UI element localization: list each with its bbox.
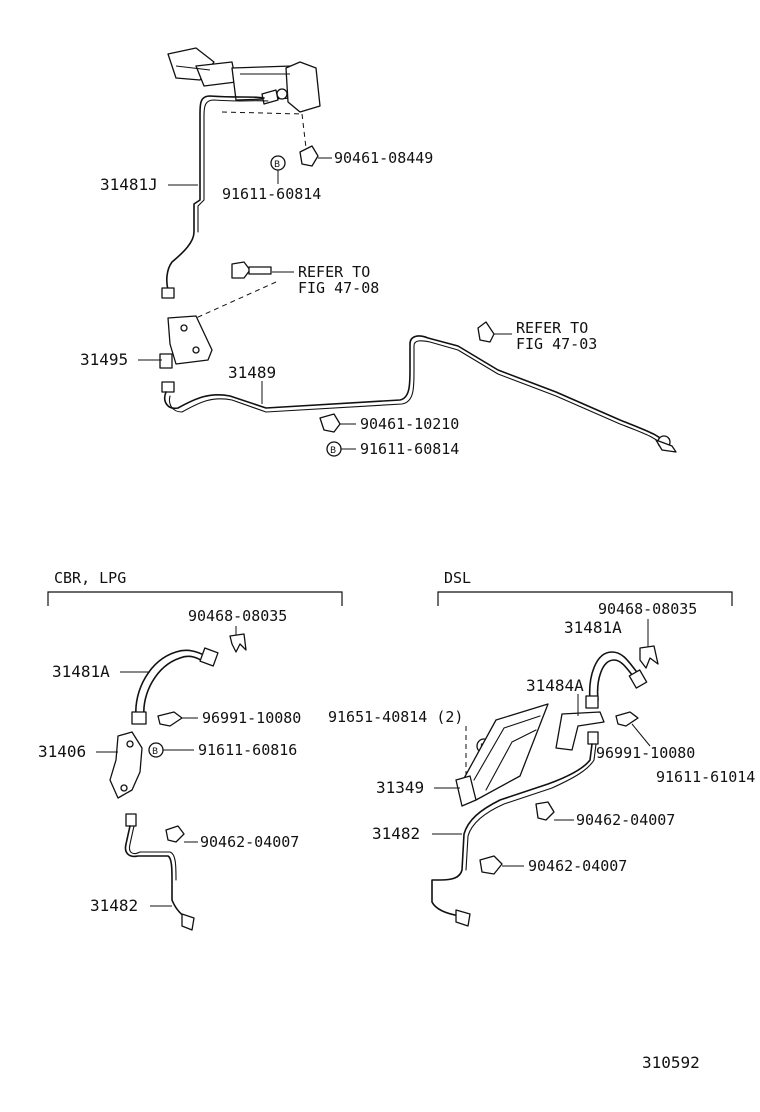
- clamp-refer-fig-47-03-icon: [477, 321, 495, 343]
- dsl-part-91651-40814-label: 91651-40814 (2): [328, 708, 463, 726]
- cbr-part-96991-10080-label: 96991-10080: [202, 709, 301, 727]
- clip-90468-08035-icon: [229, 633, 247, 653]
- dsl-bracket-31484a: [555, 711, 605, 751]
- clamp-90461-10210-icon: [319, 413, 341, 433]
- dsl-part-31349-label: 31349: [376, 778, 424, 797]
- svg-text:B: B: [330, 446, 336, 456]
- dsl-part-96991-10080-label: 96991-10080: [596, 744, 695, 762]
- clutch-tube-31481j: [161, 95, 269, 299]
- dashed-leader-clamp: [221, 111, 303, 115]
- part-90461-10210-label: 90461-10210: [360, 415, 459, 433]
- cbr-clamp-90462-04007-icon: [165, 825, 185, 843]
- dsl-clamp-90462-04007-icon-a: [535, 801, 555, 821]
- refer-fig-47-08-line2: FIG 47-08: [298, 279, 379, 297]
- refer-fig-47-03-line2: FIG 47-03: [516, 335, 597, 353]
- dsl-part-31484a-label: 31484A: [526, 676, 584, 695]
- clutch-tube-31489: [163, 335, 677, 453]
- cbr-part-90462-04007-label: 90462-04007: [200, 833, 299, 851]
- svg-text:B: B: [274, 160, 280, 170]
- refer-fig-47-03-line1: REFER TO: [516, 319, 588, 337]
- part-31489-label: 31489: [228, 363, 276, 382]
- dsl-header: DSL: [444, 569, 471, 587]
- part-31481j-label: 31481J: [100, 175, 158, 194]
- refer-fig-47-08-line1: REFER TO: [298, 263, 370, 281]
- cbr-part-90468-08035-label: 90468-08035: [188, 607, 287, 625]
- cbr-tube-31482: [124, 813, 195, 931]
- figure-number: 310592: [642, 1053, 700, 1072]
- dsl-clamp-90462-04007-icon-b: [479, 855, 503, 875]
- dsl-part-90462-04007-label-b: 90462-04007: [528, 857, 627, 875]
- flexible-hose-31481a: [131, 647, 219, 725]
- dsl-clip-96991-10080-icon: [615, 711, 639, 727]
- dsl-tube-31482: [431, 731, 599, 927]
- dsl-part-31482-label: 31482: [372, 824, 420, 843]
- bracket-31406: [109, 731, 143, 799]
- cbr-part-91611-60816-label: 91611-60816: [198, 741, 297, 759]
- cbr-lpg-bracket: [47, 591, 343, 606]
- cbr-part-31481a-label: 31481A: [52, 662, 110, 681]
- part-91611-60814-label-a: 91611-60814: [222, 185, 321, 203]
- dsl-part-91611-61014-label: 91611-61014: [656, 768, 755, 786]
- clamp-90461-08449-icon: [299, 145, 319, 167]
- dsl-bracket-31349: [455, 703, 549, 807]
- dsl-bracket: [437, 591, 733, 606]
- svg-text:B: B: [152, 747, 158, 757]
- cbr-part-31406-label: 31406: [38, 742, 86, 761]
- part-90461-08449-label: 90461-08449: [334, 149, 433, 167]
- cbr-lpg-header: CBR, LPG: [54, 569, 126, 587]
- clutch-master-cylinder: [167, 47, 321, 113]
- dsl-part-90462-04007-label-a: 90462-04007: [576, 811, 675, 829]
- bolt-refer-fig-47-08-icon: [231, 261, 272, 279]
- part-91611-60814-label-b: 91611-60814: [360, 440, 459, 458]
- dsl-clip-90468-08035-icon: [639, 645, 659, 669]
- cbr-clip-96991-10080-icon: [157, 711, 183, 727]
- dsl-part-90468-08035-label: 90468-08035: [598, 600, 697, 618]
- part-31495-label: 31495: [80, 350, 128, 369]
- bracket-31495: [159, 315, 213, 393]
- dsl-part-31481a-label: 31481A: [564, 618, 622, 637]
- cbr-part-31482-label: 31482: [90, 896, 138, 915]
- dsl-flexible-hose-31481a: [585, 651, 648, 709]
